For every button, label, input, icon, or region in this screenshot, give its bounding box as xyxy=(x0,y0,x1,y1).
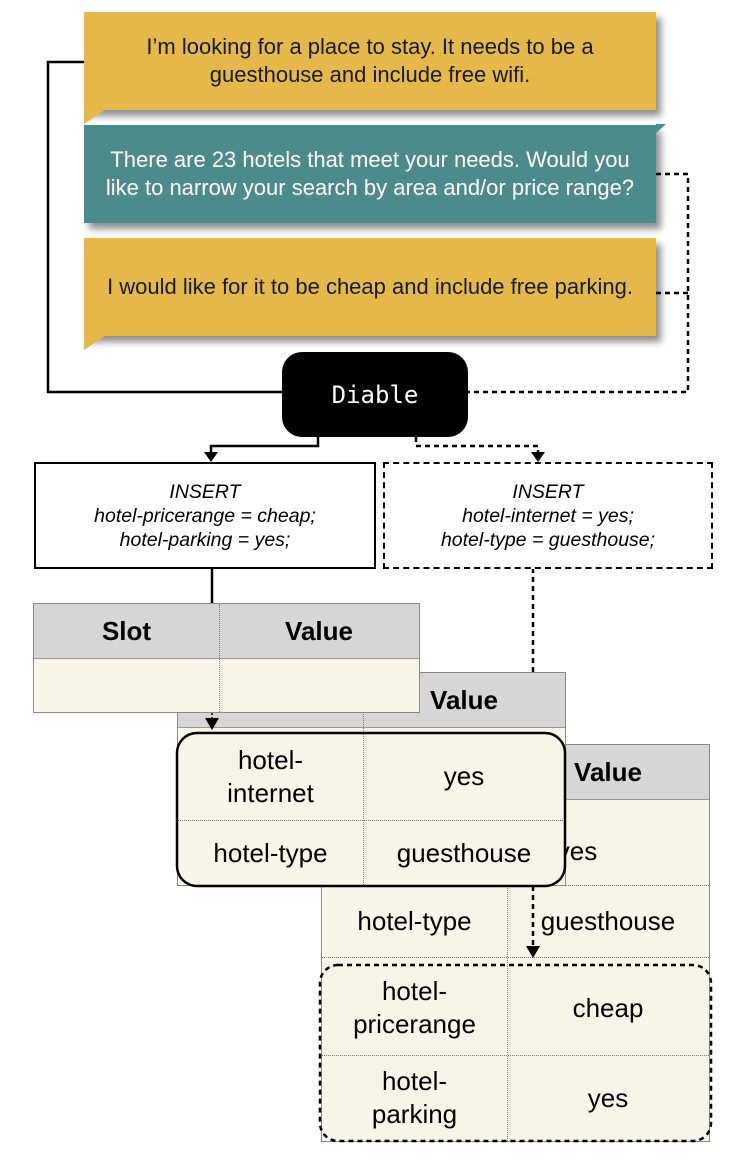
op-line: hotel-type = guesthouse; xyxy=(440,528,656,551)
table-cell: hotel-type xyxy=(213,837,328,868)
dashed-context-line xyxy=(468,172,690,394)
arrowhead-t1-to-t2 xyxy=(205,718,219,730)
header-value: Value xyxy=(430,684,498,715)
bubble-tail-3 xyxy=(84,326,108,350)
state-table-1: Slot Value xyxy=(33,603,420,713)
system-turn: There are 23 hotels that meet your needs… xyxy=(84,125,656,223)
system-turn-text: There are 23 hotels that meet your needs… xyxy=(105,147,635,200)
insert-op-left: INSERT hotel-pricerange = cheap; hotel-p… xyxy=(34,462,376,569)
table-cell: hotel- internet xyxy=(227,744,314,808)
table-cell: yes xyxy=(587,1082,629,1113)
op-line: hotel-pricerange = cheap; xyxy=(94,504,316,527)
bubble-tail-2 xyxy=(646,124,666,142)
table-cell: hotel- pricerange xyxy=(353,976,476,1039)
header-value: Value xyxy=(574,756,642,787)
user-turn-2-text: I would like for it to be cheap and incl… xyxy=(107,274,633,299)
solid-context-line xyxy=(46,60,282,394)
arrowhead-right-op xyxy=(531,452,545,462)
header-slot: Slot xyxy=(101,615,152,646)
user-turn-1-text: I’m looking for a place to stay. It need… xyxy=(146,34,594,87)
table-cell: guesthouse xyxy=(540,905,676,936)
header-value: Value xyxy=(285,615,353,646)
insert-keyword: INSERT xyxy=(512,480,584,503)
user-turn-2: I would like for it to be cheap and incl… xyxy=(84,238,656,336)
insert-op-right: INSERT hotel-internet = yes; hotel-type … xyxy=(383,462,713,569)
table-cell: hotel-type xyxy=(357,905,472,936)
arrowhead-left-op xyxy=(204,452,218,462)
diable-label: Diable xyxy=(331,380,419,409)
table-cell: hotel- parking xyxy=(371,1066,458,1129)
bubble-tail-1 xyxy=(84,100,108,124)
user-turn-1: I’m looking for a place to stay. It need… xyxy=(84,12,656,110)
arrowhead-t2-to-t3 xyxy=(526,946,540,958)
table-cell: yes xyxy=(443,761,485,791)
highlight-solid-rect xyxy=(175,731,567,888)
arrow-to-right-op xyxy=(414,437,540,456)
table-cell: guesthouse xyxy=(396,837,532,868)
table-cell: cheap xyxy=(572,992,644,1023)
highlight-dashed-rect xyxy=(318,963,713,1143)
table-header xyxy=(34,604,419,659)
arrow-to-left-op xyxy=(209,437,320,456)
op-line: hotel-parking = yes; xyxy=(119,528,291,551)
op-line: hotel-internet = yes; xyxy=(462,504,634,527)
insert-keyword: INSERT xyxy=(169,480,241,503)
diable-model-box: Diable xyxy=(282,352,468,437)
